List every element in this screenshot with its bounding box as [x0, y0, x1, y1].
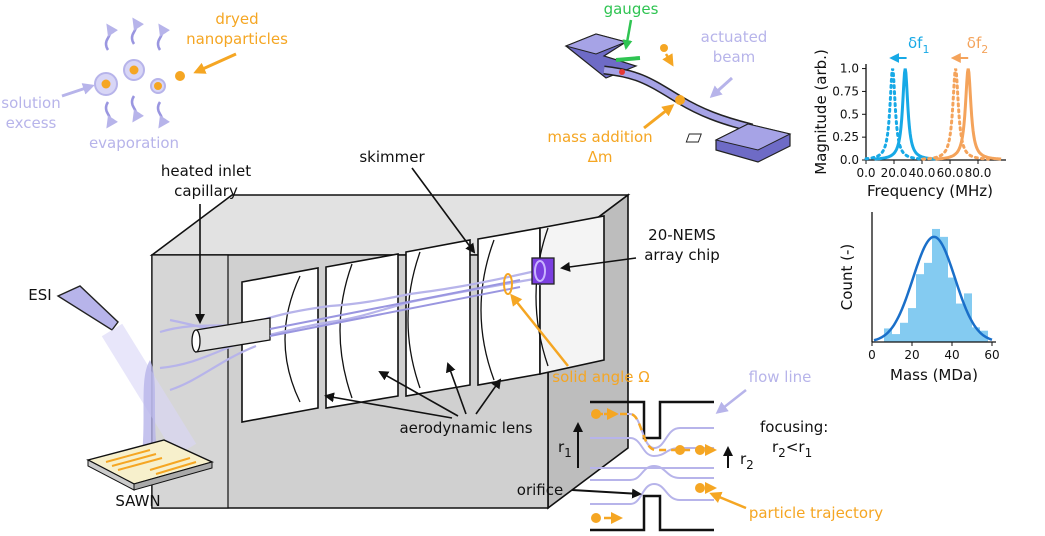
x-tick-label: 0.0 [856, 166, 875, 180]
gauge-dot [619, 69, 625, 75]
beam-label: beam [713, 48, 756, 66]
flow-line-label: flow line [749, 368, 812, 386]
nems-label-1: 20-NEMS [648, 226, 716, 244]
nems-beam-illustration: gauges actuated beam mass addition Δm [547, 0, 792, 166]
trajectory-label: particle trajectory [749, 504, 883, 522]
resonance-curve-1 [864, 68, 925, 161]
aero-lens-label: aerodynamic lens [399, 419, 532, 437]
solution-label: solution [1, 94, 60, 112]
histogram-bar [892, 334, 900, 342]
histogram-bar [964, 293, 972, 342]
gauge-element [615, 56, 641, 62]
y-axis-label: Count (-) [838, 244, 856, 310]
skimmer-label: skimmer [359, 148, 425, 166]
x-tick-label: 20.0 [881, 166, 908, 180]
solid-angle-ring [503, 273, 513, 295]
delta-f1-label: δf1 [908, 34, 929, 56]
resonance-curve-4 [935, 68, 1002, 161]
focusing-detail: r1 r2 focusing: r2<r1 flow line orifice … [517, 368, 883, 532]
solid-angle-label: solid angle Ω [552, 368, 649, 386]
histogram-bar [908, 308, 916, 342]
histogram-bar [948, 277, 956, 342]
vapor-arrows [104, 17, 170, 129]
nanoparticles-label: nanoparticles [186, 30, 288, 48]
esi-label: ESI [28, 286, 51, 304]
sawn-label: SAWN [115, 492, 160, 510]
droplets [94, 59, 185, 96]
evaporation-label: evaporation [89, 134, 179, 152]
y-tick-label: 1.0 [840, 62, 859, 76]
histogram-bar [956, 303, 964, 342]
actuated-label: actuated [701, 28, 768, 46]
histogram-bar [900, 322, 908, 342]
y-tick-label: 0.25 [832, 130, 859, 144]
histogram-bar [916, 274, 924, 342]
heated-inlet-label: heated inlet [161, 162, 251, 180]
focusing-relation: r2<r1 [772, 438, 812, 460]
r2-label: r2 [740, 450, 754, 472]
x-tick-label: 20 [904, 348, 919, 362]
x-tick-label: 40.0 [909, 166, 936, 180]
evaporation-illustration: dryed nanoparticles solution excess evap… [1, 10, 288, 152]
y-tick-label: 0.5 [840, 107, 859, 121]
x-tick-label: 60.0 [937, 166, 964, 180]
y-tick-label: 0.0 [840, 153, 859, 167]
lens-plates [284, 227, 549, 403]
y-tick-label: 0.75 [832, 84, 859, 98]
x-tick-label: 0 [868, 348, 876, 362]
capillary-label: capillary [174, 182, 238, 200]
mass-arrow [643, 104, 675, 130]
sawn-source: SAWN [86, 360, 215, 510]
excess-label: excess [6, 114, 57, 132]
falling-particle [660, 44, 668, 52]
resonance-curve-2 [874, 68, 937, 161]
delta-f2-label: δf2 [967, 34, 988, 56]
particle-beam-line [269, 279, 521, 337]
nems-array-chip [531, 257, 555, 285]
y-axis-label: Magnitude (arb.) [812, 49, 830, 175]
resonance-curve-3 [921, 68, 990, 161]
dryed-arrow [193, 52, 237, 74]
gaussian-fit [873, 235, 993, 342]
x-axis-label: Mass (MDa) [890, 366, 978, 384]
x-tick-label: 40 [944, 348, 959, 362]
esi-needle [56, 285, 119, 331]
dry-particle [175, 71, 185, 81]
gauges-arrow [622, 19, 633, 50]
r1-label: r1 [558, 438, 572, 460]
dryed-label: dryed [215, 10, 258, 28]
nems-label-2: array chip [644, 246, 720, 264]
histogram-bar [932, 228, 940, 342]
x-axis-label: Frequency (MHz) [867, 182, 993, 200]
beam-arrow [709, 76, 734, 99]
x-tick-label: 60 [984, 348, 999, 362]
inlet-capillary [191, 317, 271, 353]
solution-arrow [61, 83, 95, 98]
histogram-bar [884, 328, 892, 342]
delta-m-label: Δm [588, 148, 613, 166]
histogram-bar [940, 236, 948, 342]
histogram-bar [972, 327, 980, 342]
box-annotations: heated inlet capillary skimmer 20-NEMS a… [161, 148, 720, 437]
histogram-bar [924, 262, 932, 342]
focusing-label: focusing: [760, 418, 828, 436]
gauges-label: gauges [604, 0, 659, 18]
mass-addition-label: mass addition [547, 128, 652, 146]
orifice-label: orifice [517, 481, 563, 499]
added-particle [675, 95, 685, 105]
x-tick-label: 80.0 [965, 166, 992, 180]
